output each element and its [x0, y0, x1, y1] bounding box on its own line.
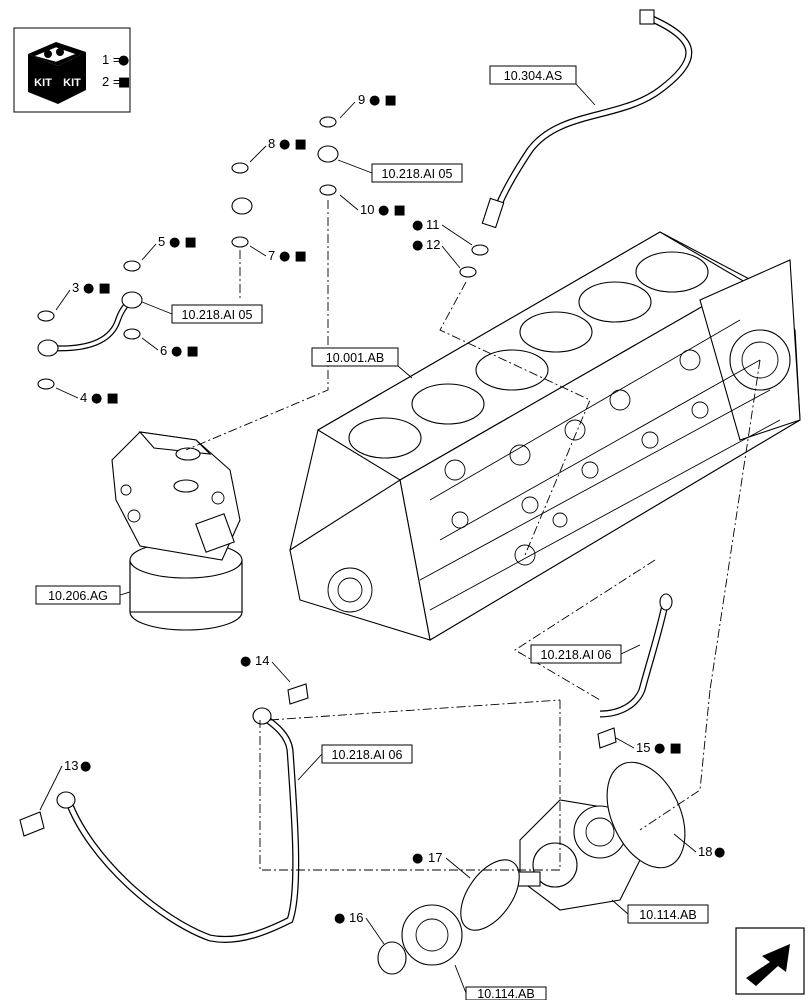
callout-number: 7 [268, 248, 275, 263]
oil-return-pipe-left [19, 683, 309, 943]
callout-number: 15 [636, 740, 650, 755]
o-ring [459, 266, 477, 278]
kit-box-icon: KIT KIT [28, 42, 86, 104]
callout-number: 16 [349, 910, 363, 925]
callout-number: 5 [158, 234, 165, 249]
callout-number: 14 [255, 653, 269, 668]
callout-4: 4 ● ■ [55, 387, 119, 406]
reference-label: 10.206.AG [48, 589, 108, 603]
o-ring [471, 244, 489, 256]
washer [319, 116, 337, 128]
callout-symbols: ● ■ [369, 93, 397, 108]
callout-symbols: ● [412, 218, 423, 233]
reference-label: 10.218.AI 06 [541, 648, 612, 662]
washer [37, 378, 55, 390]
reference-label: 10.218.AI 05 [182, 308, 253, 322]
callout-number: 9 [358, 92, 365, 107]
callout-number: 13 [64, 758, 78, 773]
callout-7: 7 ● ■ [249, 245, 307, 264]
turbo-oil-pipe [459, 9, 693, 278]
callout-3: 3 ● ■ [55, 280, 111, 311]
callout-number: 11 [426, 217, 440, 232]
washer [123, 260, 141, 272]
callout-number: 17 [428, 850, 442, 865]
kit-legend: KIT KIT 1 = ● 2 = ■ [13, 27, 131, 113]
legend-entry-2-symbol: ■ [118, 75, 130, 90]
reference-10-218-AI-06-right[interactable]: 10.218.AI 06 [530, 644, 641, 664]
engine-block [289, 231, 801, 641]
legend-entry-2-label: 2 = [102, 74, 120, 89]
callout-number: 8 [268, 136, 275, 151]
reference-label: 10.218.AI 05 [382, 167, 453, 181]
callout-symbols: ● [412, 238, 423, 253]
callout-9: 9 ● ■ [339, 92, 397, 119]
callout-15: 15 ● ■ [615, 737, 682, 756]
washer [123, 328, 141, 340]
callout-symbols: ● ■ [654, 741, 682, 756]
reference-10-114-AB-bottom[interactable]: 10.114.AB [454, 964, 547, 1000]
washer [37, 310, 55, 322]
callout-number: 12 [426, 237, 440, 252]
callout-8: 8 ● ■ [249, 136, 307, 163]
oil-return-pipe-right [597, 593, 673, 749]
callout-number: 10 [360, 202, 374, 217]
callout-17: ● 17 [412, 850, 471, 879]
legend-entry-1-symbol: ● [118, 53, 129, 68]
callout-number: 4 [80, 390, 87, 405]
reference-10-206-AG[interactable]: 10.206.AG [35, 585, 131, 605]
assembly-lines [185, 200, 761, 871]
reference-label: 10.114.AB [477, 987, 534, 1000]
reference-10-218-AI-06-left[interactable]: 10.218.AI 06 [297, 744, 413, 781]
callout-symbols: ● [334, 911, 345, 926]
reference-10-001-AB[interactable]: 10.001.AB [311, 347, 413, 379]
callout-6: 6 ● ■ [141, 337, 199, 359]
oil-pump-assembly [377, 761, 686, 975]
callout-symbols: ● ■ [378, 203, 406, 218]
callout-symbols: ● ■ [91, 391, 119, 406]
kit-label-right: KIT [63, 77, 81, 89]
callout-number: 3 [72, 280, 79, 295]
reference-10-218-AI-05-top[interactable]: 10.218.AI 05 [337, 159, 463, 183]
reference-label: 10.114.AB [639, 908, 696, 922]
callout-12: ● 12 [412, 237, 461, 269]
callout-number: 6 [160, 343, 167, 358]
oil-filter-assembly [111, 431, 243, 631]
callout-14: ● 14 [240, 653, 291, 683]
legend-entry-1-label: 1 = [102, 52, 120, 67]
washer [231, 162, 249, 174]
oil-pipe-upper [231, 116, 339, 248]
reference-10-218-AI-05-mid[interactable]: 10.218.AI 05 [141, 301, 263, 324]
callout-11: ● 11 [412, 217, 473, 246]
callout-number: 18 [698, 844, 712, 859]
reference-10-304-AS[interactable]: 10.304.AS [489, 65, 596, 106]
callout-symbols: ● ■ [171, 344, 199, 359]
callout-16: ● 16 [334, 910, 385, 945]
callout-symbols: ● [80, 759, 91, 774]
washer [231, 236, 249, 248]
callout-symbols: ● ■ [169, 235, 197, 250]
callout-10: 10 ● ■ [339, 194, 406, 218]
callout-symbols: ● ■ [83, 281, 111, 296]
callout-symbols: ● ■ [279, 249, 307, 264]
kit-label-left: KIT [34, 77, 52, 89]
callout-symbols: ● ■ [279, 137, 307, 152]
reference-10-114-AB-right[interactable]: 10.114.AB [611, 899, 709, 924]
next-page-arrow-icon[interactable] [735, 927, 805, 995]
reference-label: 10.001.AB [326, 351, 384, 365]
reference-label: 10.304.AS [504, 69, 562, 83]
callout-symbols: ● [412, 851, 423, 866]
callout-symbols: ● [714, 845, 725, 860]
callout-symbols: ● [240, 654, 251, 669]
callout-13: 13 ● [39, 758, 91, 811]
callout-5: 5 ● ■ [141, 234, 197, 261]
washer [319, 184, 337, 196]
reference-label: 10.218.AI 06 [332, 748, 403, 762]
callout-18: 18 ● [673, 833, 725, 860]
oil-pipe-middle [37, 260, 143, 390]
